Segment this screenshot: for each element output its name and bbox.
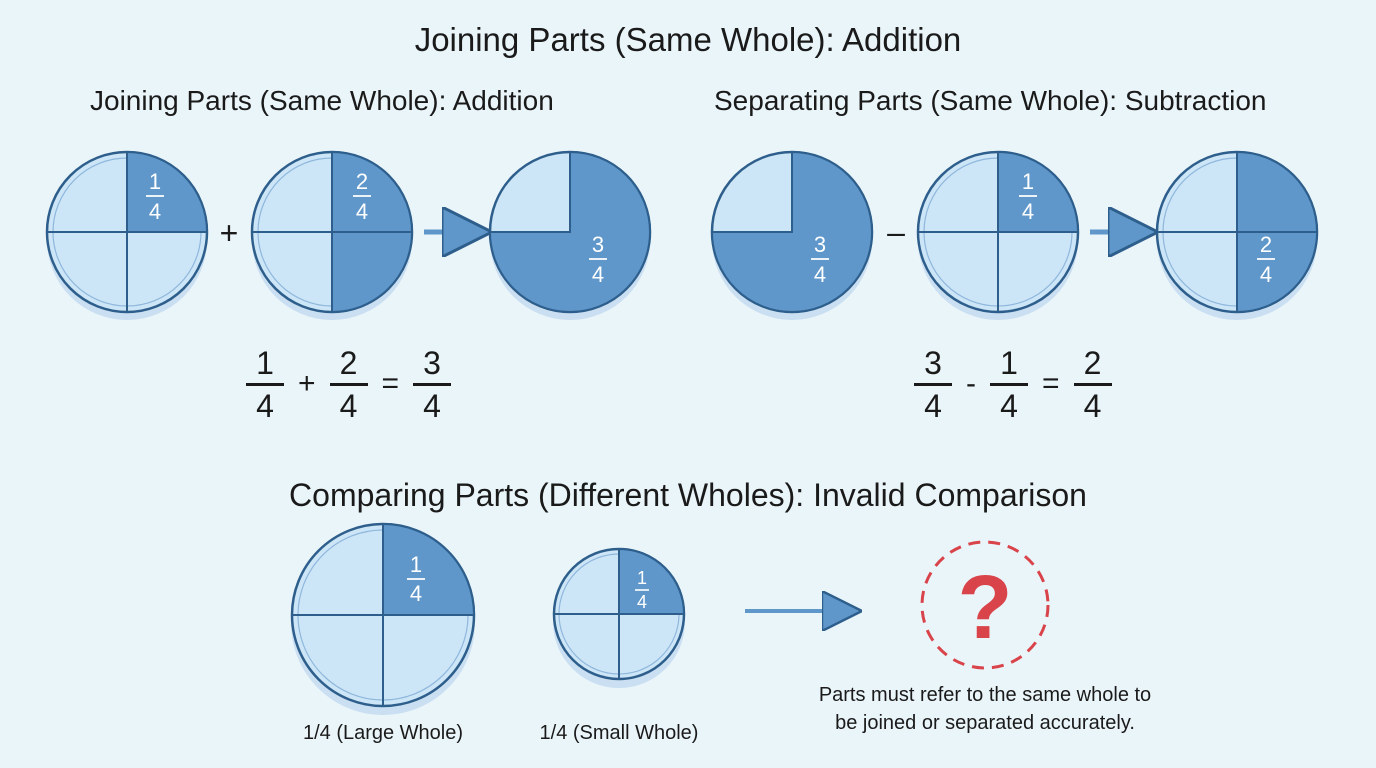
fraction-denominator: 4 (1083, 387, 1102, 424)
subtraction-minus-operator: – (887, 214, 905, 250)
addition-circle-3-num: 3 (592, 232, 604, 257)
fraction-b: 2 4 (329, 345, 368, 424)
fraction-denominator: 4 (423, 387, 441, 424)
page-title: Joining Parts (Same Whole): Addition (414, 21, 962, 58)
fraction-denominator: 4 (256, 387, 274, 424)
addition-circle-2 (250, 150, 414, 320)
small-circle-num: 1 (637, 568, 647, 588)
small-circle-den: 4 (637, 592, 647, 612)
small-whole-circle (552, 547, 686, 688)
fraction-numerator: 3 (423, 345, 441, 381)
subtraction-circle-3-den: 4 (1260, 262, 1272, 287)
fraction-bar (413, 383, 452, 386)
dashed-warning-circle (920, 540, 1050, 670)
addition-circle-3-den: 4 (592, 262, 604, 287)
note-line-1: Parts must refer to the same whole to (818, 684, 1152, 706)
small-whole-caption: 1/4 (Small Whole) (539, 722, 699, 744)
plus-sign: + (298, 367, 316, 401)
fraction-numerator: 1 (1000, 345, 1018, 381)
fraction-numerator: 1 (256, 345, 274, 381)
fraction-a: 3 4 (914, 345, 952, 424)
equals-sign: = (381, 367, 400, 401)
fraction-bar (329, 383, 368, 386)
fraction-bar (1073, 383, 1112, 386)
large-whole-caption: 1/4 (Large Whole) (302, 722, 464, 744)
large-whole-circle (290, 522, 476, 715)
note-line-2: be joined or separated accurately. (835, 712, 1135, 734)
addition-circle-1-den: 4 (149, 199, 161, 224)
addition-circle-1 (45, 150, 209, 320)
subtraction-circle-1-num: 3 (814, 232, 826, 257)
addition-circle-3 (488, 150, 652, 320)
comparison-heading: Comparing Parts (Different Wholes): Inva… (289, 477, 1087, 513)
large-circle-num: 1 (410, 552, 422, 577)
subtraction-equation: 3 4 - 1 4 = 2 4 (910, 345, 1116, 424)
fraction-c: 2 4 (1073, 345, 1112, 424)
addition-heading: Joining Parts (Same Whole): Addition (90, 85, 554, 116)
question-mark-icon: ? (958, 558, 1013, 658)
explanation-note: Parts must refer to the same whole to be… (785, 681, 1185, 737)
addition-circle-1-num: 1 (149, 169, 161, 194)
subtraction-circle-2-num: 1 (1022, 169, 1034, 194)
addition-plus-operator: + (220, 215, 239, 251)
addition-circle-2-num: 2 (356, 169, 368, 194)
fraction-bar (914, 383, 952, 386)
fraction-numerator: 2 (339, 345, 358, 381)
equals-sign: = (1042, 367, 1060, 401)
fraction-numerator: 3 (924, 345, 942, 381)
fraction-numerator: 2 (1083, 345, 1102, 381)
fraction-bar (246, 383, 284, 386)
subtraction-circle-2-den: 4 (1022, 199, 1034, 224)
fraction-denominator: 4 (339, 387, 358, 424)
fraction-bar (990, 383, 1028, 386)
addition-equation: 1 4 + 2 4 = 3 4 (242, 345, 455, 424)
subtraction-circle-3-num: 2 (1260, 232, 1272, 257)
circle-fraction-labels: 1 4 2 4 3 4 3 4 1 4 2 4 1 4 1 4 (146, 169, 1275, 612)
fraction-denominator: 4 (924, 387, 942, 424)
subtraction-circle-1 (710, 150, 874, 320)
large-circle-den: 4 (410, 581, 422, 606)
subtraction-heading: Separating Parts (Same Whole): Subtracti… (714, 85, 1267, 116)
subtraction-circle-2 (916, 150, 1080, 320)
addition-circle-2-den: 4 (356, 199, 368, 224)
fraction-a: 1 4 (246, 345, 284, 424)
subtraction-circle-3 (1155, 150, 1319, 320)
minus-sign: - (966, 367, 976, 401)
fraction-c: 3 4 (413, 345, 452, 424)
fraction-denominator: 4 (1000, 387, 1018, 424)
fraction-b: 1 4 (990, 345, 1028, 424)
subtraction-circle-1-den: 4 (814, 262, 826, 287)
